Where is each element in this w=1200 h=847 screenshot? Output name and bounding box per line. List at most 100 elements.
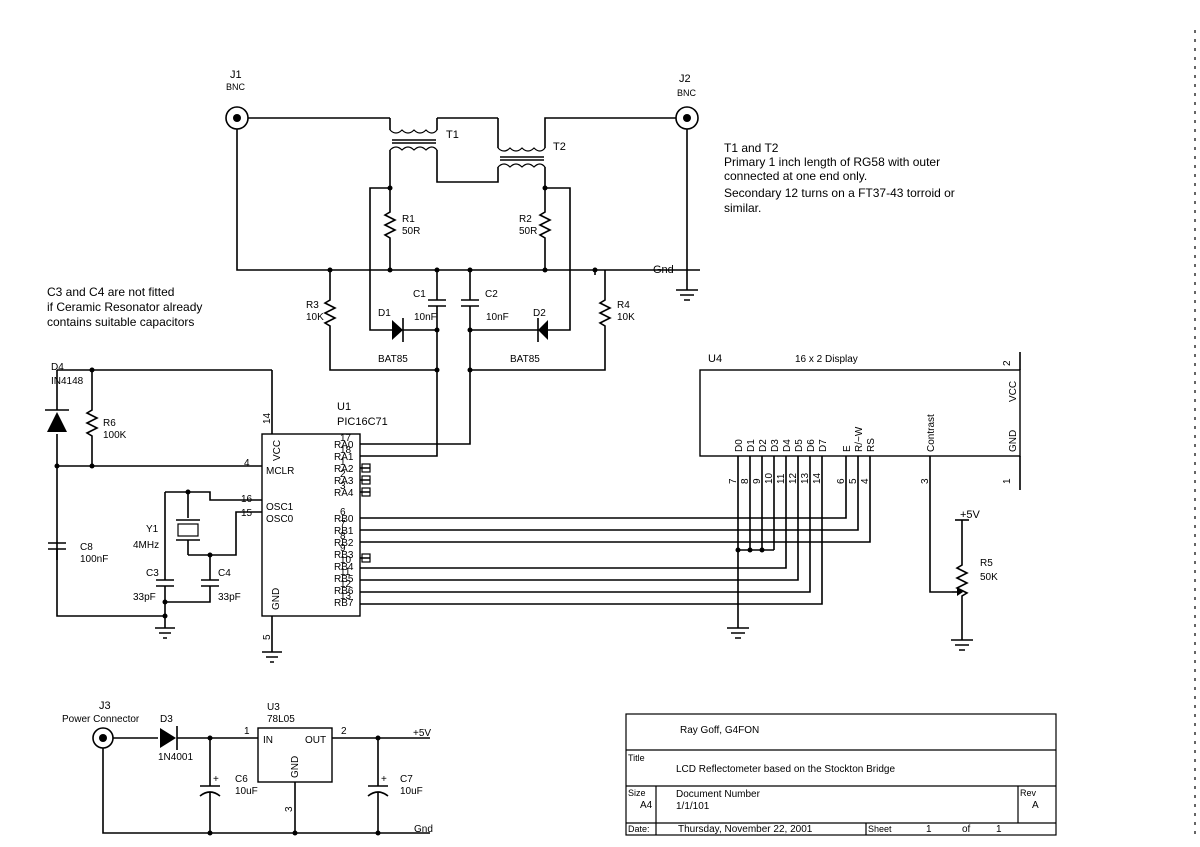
c8-value: 100nF bbox=[80, 554, 108, 565]
svg-text:D5: D5 bbox=[794, 439, 805, 452]
r4-resistor bbox=[470, 270, 612, 371]
svg-text:1: 1 bbox=[244, 726, 250, 737]
c3-capacitor: C3 33pF bbox=[133, 568, 174, 616]
tb-size-label: Size bbox=[628, 788, 646, 798]
svg-text:11: 11 bbox=[776, 473, 787, 484]
gnd-symbol-osc bbox=[155, 616, 175, 639]
d1-value: BAT85 bbox=[378, 354, 408, 365]
tb-date-label: Date: bbox=[628, 824, 650, 834]
svg-text:RS: RS bbox=[866, 438, 877, 452]
svg-text:R/~W: R/~W bbox=[854, 426, 865, 452]
svg-text:Secondary 12 turns on a FT37-4: Secondary 12 turns on a FT37-43 torroid … bbox=[724, 186, 955, 200]
gnd-label-top: Gnd bbox=[653, 264, 674, 276]
svg-text:+: + bbox=[381, 774, 387, 785]
svg-text:RB4: RB4 bbox=[334, 562, 354, 573]
u4-ref: U4 bbox=[708, 353, 722, 365]
tb-title: LCD Reflectometer based on the Stockton … bbox=[676, 764, 895, 775]
d2-diode: D2 BAT85 bbox=[470, 308, 555, 365]
svg-text:OSC1: OSC1 bbox=[266, 502, 294, 513]
svg-text:18: 18 bbox=[340, 445, 352, 456]
d1-diode: D1 BAT85 bbox=[378, 308, 437, 365]
d1-ref: D1 bbox=[378, 308, 391, 319]
y1-value: 4MHz bbox=[133, 540, 159, 551]
d4-diode: D4 IN4148 bbox=[45, 362, 84, 432]
r5-ref: R5 bbox=[980, 558, 993, 569]
j1-type: BNC bbox=[226, 82, 246, 92]
svg-text:2: 2 bbox=[341, 726, 347, 737]
svg-text:RB1: RB1 bbox=[334, 526, 354, 537]
j2-ref: J2 bbox=[679, 73, 691, 85]
r5-value: 50K bbox=[980, 572, 998, 583]
d2-ref: D2 bbox=[533, 308, 546, 319]
d3-value: 1N4001 bbox=[158, 752, 193, 763]
svg-text:GND: GND bbox=[1008, 430, 1019, 452]
c3-value: 33pF bbox=[133, 592, 156, 603]
svg-text:D3: D3 bbox=[770, 439, 781, 452]
tb-size: A4 bbox=[640, 800, 653, 811]
tb-date: Thursday, November 22, 2001 bbox=[678, 824, 813, 835]
svg-text:9: 9 bbox=[340, 543, 346, 554]
j1-connector: J1 BNC bbox=[225, 69, 249, 130]
tb-docnum-label: Document Number bbox=[676, 789, 761, 800]
r6-value: 100K bbox=[103, 430, 127, 441]
svg-text:D4: D4 bbox=[782, 439, 793, 452]
svg-text:2: 2 bbox=[340, 469, 346, 480]
gnd-symbol-top bbox=[676, 289, 698, 301]
svg-text:E: E bbox=[842, 445, 853, 452]
svg-text:8: 8 bbox=[740, 478, 751, 484]
svg-text:3: 3 bbox=[920, 478, 931, 484]
svg-text:connected at one end only.: connected at one end only. bbox=[724, 169, 867, 183]
svg-text:2: 2 bbox=[1002, 360, 1013, 366]
svg-text:13: 13 bbox=[800, 472, 811, 484]
r2-resistor bbox=[538, 188, 552, 270]
r1-ref: R1 bbox=[402, 214, 415, 225]
u1-pic: U1 PIC16C71 VCC 14 MCLR OSC1 OSC0 GND 5 … bbox=[241, 401, 388, 640]
svg-text:if Ceramic Resonator already: if Ceramic Resonator already bbox=[47, 300, 202, 314]
svg-text:VCC: VCC bbox=[1008, 381, 1019, 402]
d2-value: BAT85 bbox=[510, 354, 540, 365]
r2-value: 50R bbox=[519, 226, 537, 237]
unconnected-pin-markers bbox=[361, 463, 371, 563]
svg-text:8: 8 bbox=[340, 531, 346, 542]
svg-text:similar.: similar. bbox=[724, 201, 761, 215]
r6-ref: R6 bbox=[103, 418, 116, 429]
r1-value: 50R bbox=[402, 226, 420, 237]
svg-text:10: 10 bbox=[764, 472, 775, 484]
tb-sheet: 1 bbox=[926, 824, 932, 835]
c8-ref: C8 bbox=[80, 542, 93, 553]
j3-connector: J3 Power Connector bbox=[62, 700, 140, 749]
c4-capacitor: C4 33pF bbox=[165, 568, 241, 603]
j1-ref: J1 bbox=[230, 69, 242, 81]
svg-text:RA4: RA4 bbox=[334, 488, 354, 499]
r3-ref: R3 bbox=[306, 300, 319, 311]
c7-capacitor: + C7 10uF bbox=[367, 738, 423, 833]
tb-rev-label: Rev bbox=[1020, 788, 1037, 798]
svg-text:RA1: RA1 bbox=[334, 452, 354, 463]
svg-text:14: 14 bbox=[812, 472, 823, 484]
svg-text:+: + bbox=[213, 774, 219, 785]
c6-ref: C6 bbox=[235, 774, 248, 785]
y1-crystal: Y1 4MHz bbox=[133, 492, 200, 555]
j2-connector: J2 BNC bbox=[675, 73, 699, 130]
svg-text:RB5: RB5 bbox=[334, 574, 354, 585]
svg-text:Primary 1 inch length of RG58: Primary 1 inch length of RG58 with outer bbox=[724, 155, 940, 169]
svg-text:D7: D7 bbox=[818, 439, 829, 452]
title-block: Ray Goff, G4FON Title LCD Reflectometer … bbox=[625, 713, 1057, 836]
t1-ref: T1 bbox=[446, 129, 459, 141]
r3-value: 10K bbox=[306, 312, 324, 323]
svg-text:9: 9 bbox=[752, 478, 763, 484]
svg-text:6: 6 bbox=[836, 478, 847, 484]
c1-value: 10nF bbox=[414, 312, 437, 323]
svg-text:D6: D6 bbox=[806, 439, 817, 452]
d4-ref: D4 bbox=[51, 362, 64, 373]
ps-gnd-rail bbox=[102, 748, 430, 834]
r1-resistor bbox=[383, 188, 397, 270]
y1-ref: Y1 bbox=[146, 524, 159, 535]
j3-type: Power Connector bbox=[62, 714, 140, 725]
svg-text:RB0: RB0 bbox=[334, 514, 354, 525]
svg-text:1: 1 bbox=[1002, 478, 1013, 484]
svg-text:6: 6 bbox=[340, 507, 346, 518]
c4-ref: C4 bbox=[218, 568, 231, 579]
r2-ref: R2 bbox=[519, 214, 532, 225]
tb-of-label: of bbox=[962, 824, 971, 835]
